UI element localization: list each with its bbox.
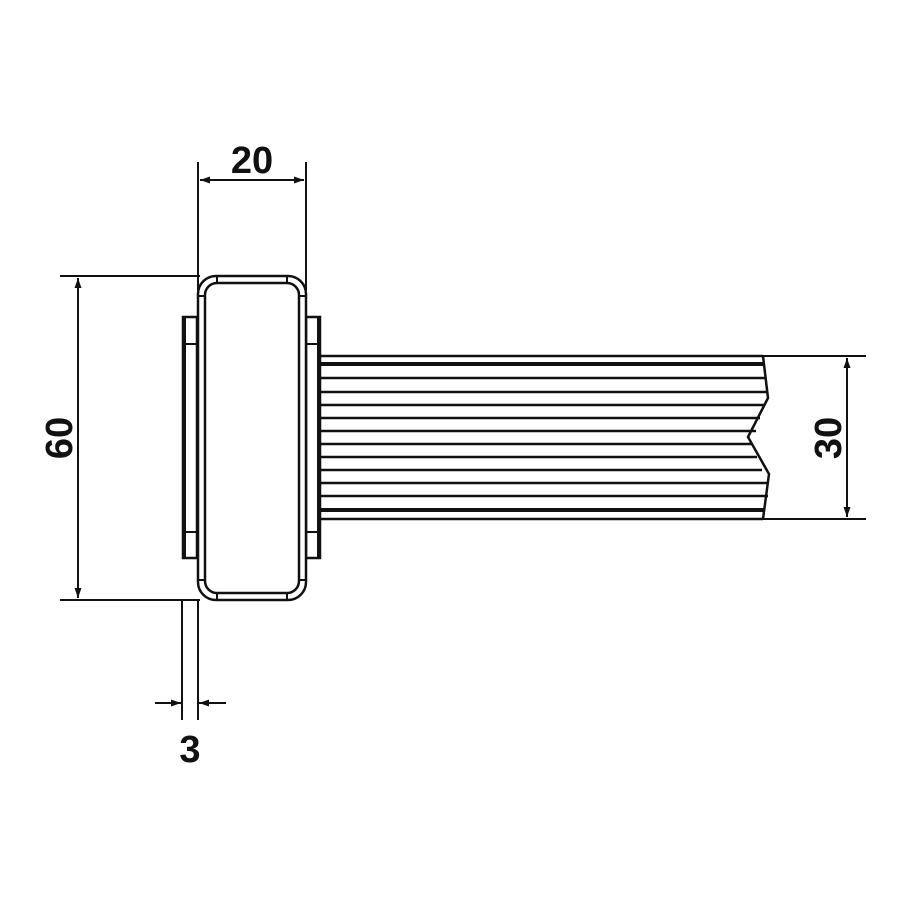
slat-bundle	[317, 354, 771, 521]
dimension-label-20: 20	[231, 140, 273, 182]
dimension-label-30: 30	[808, 417, 850, 459]
dimension-width-20: 20	[197, 140, 307, 290]
dimension-height-30: 30	[760, 355, 866, 520]
mount-plate	[181, 315, 199, 560]
dimension-label-3: 3	[179, 729, 200, 771]
tube-profile	[196, 274, 308, 602]
dimension-label-60: 60	[39, 417, 81, 459]
dimension-height-60: 60	[39, 275, 200, 601]
dimension-thickness-3: 3	[155, 600, 226, 771]
